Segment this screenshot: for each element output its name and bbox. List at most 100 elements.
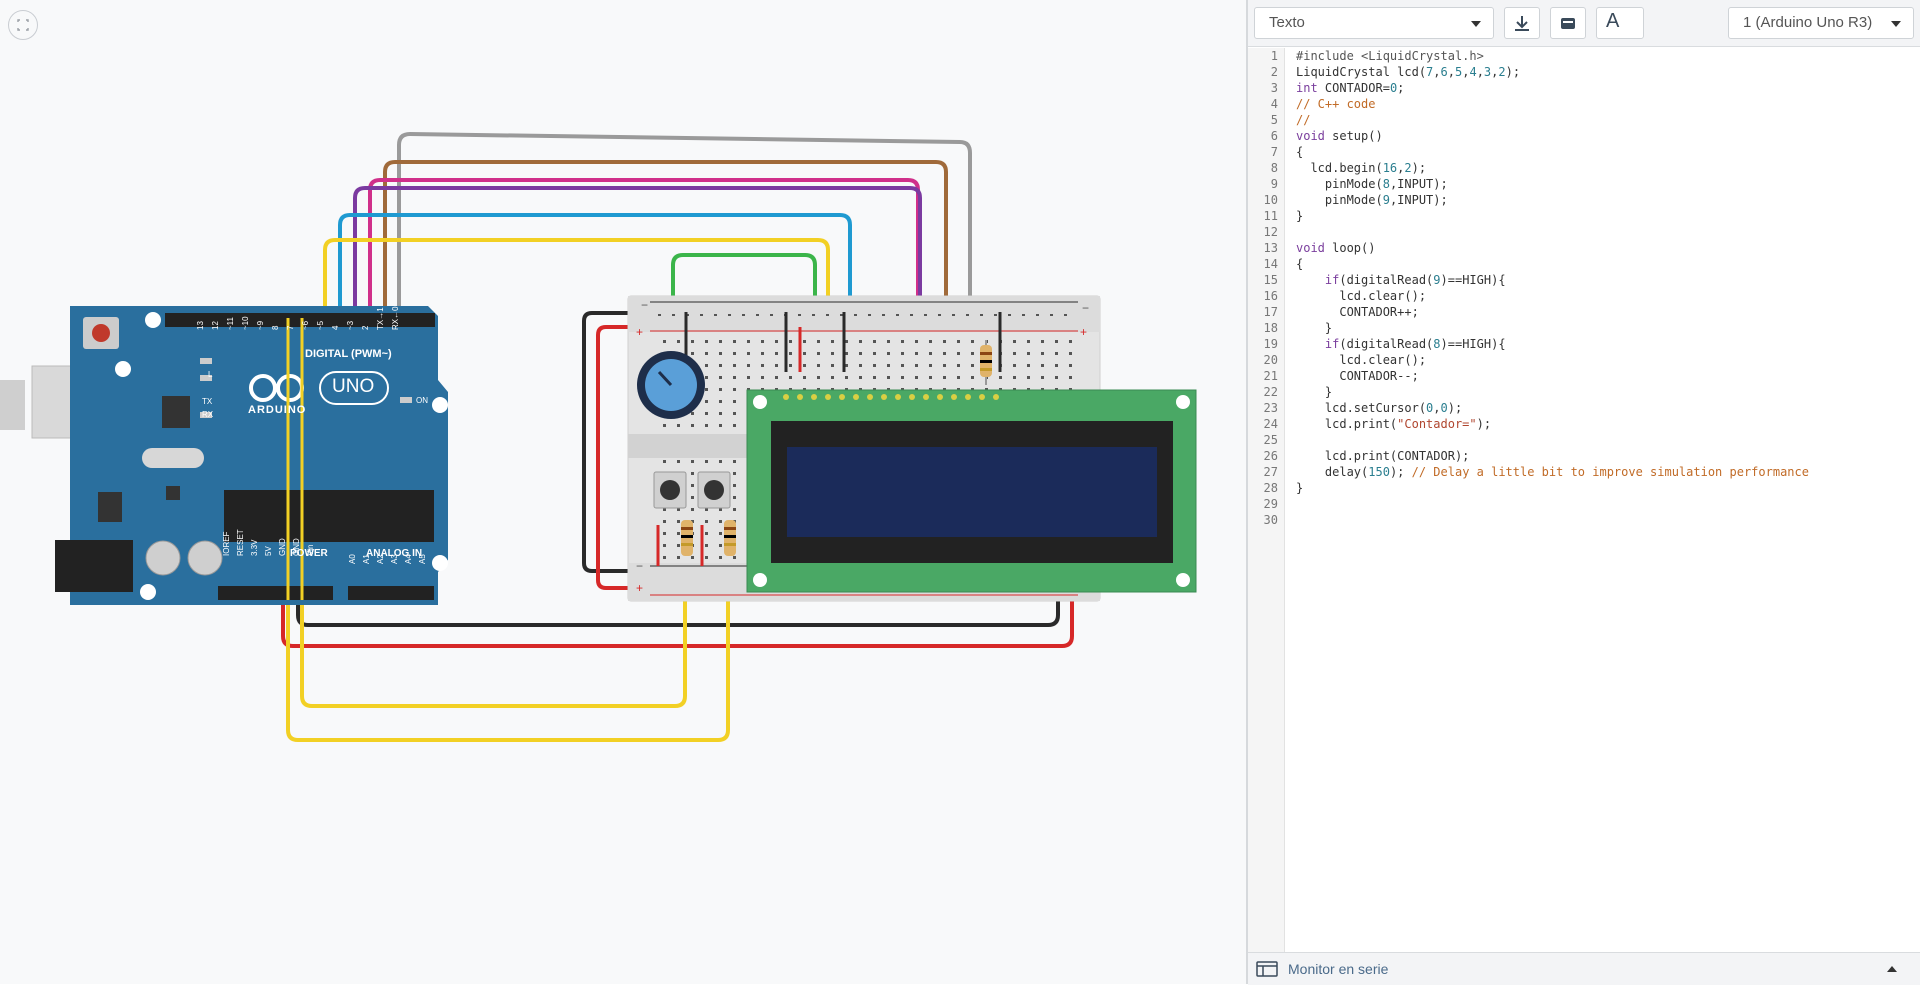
wire-black-bottom xyxy=(296,318,1060,627)
code-line[interactable]: #include <LiquidCrystal.h> xyxy=(1296,49,1484,63)
code-line[interactable]: delay(150); // Delay a little bit to imp… xyxy=(1296,465,1809,479)
line-number: 14 xyxy=(1263,257,1278,271)
download-icon xyxy=(1515,16,1529,31)
code-line[interactable]: if(digitalRead(9)==HIGH){ xyxy=(1324,273,1506,287)
code-line[interactable]: lcd.clear(); xyxy=(1296,289,1427,303)
arduino-pin-label: ~10 xyxy=(241,316,250,330)
arduino-pin-label: 3.3V xyxy=(250,539,259,556)
device-dropdown[interactable]: 1 (Arduino Uno R3) xyxy=(1728,7,1914,39)
line-number: 27 xyxy=(1263,465,1278,479)
svg-text:+: + xyxy=(636,581,643,595)
code-line[interactable]: void setup() xyxy=(1296,129,1383,143)
line-number: 15 xyxy=(1263,273,1278,287)
arduino-pin-label: 8 xyxy=(271,325,280,330)
code-line[interactable]: CONTADOR++; xyxy=(1296,305,1419,319)
chevron-up-icon[interactable] xyxy=(1886,965,1898,973)
arduino-digital-label: DIGITAL (PWM~) xyxy=(305,348,392,360)
code-line[interactable]: // xyxy=(1296,113,1311,127)
svg-text:+: + xyxy=(1080,325,1087,339)
code-line[interactable]: pinMode(9,INPUT); xyxy=(1296,193,1448,207)
arduino-pin-label: A4 xyxy=(404,554,413,564)
code-line[interactable]: // C++ code xyxy=(1296,97,1376,111)
line-number: 21 xyxy=(1263,369,1278,383)
arduino-analog-label: ANALOG IN xyxy=(366,548,423,559)
code-line[interactable]: lcd.clear(); xyxy=(1296,353,1427,367)
wire-green xyxy=(671,253,817,395)
panel-divider[interactable] xyxy=(1246,0,1248,984)
arduino-power-label: POWER xyxy=(290,548,328,559)
library-button[interactable] xyxy=(1550,7,1586,39)
line-number: 20 xyxy=(1263,353,1278,367)
line-number: 9 xyxy=(1270,177,1278,191)
arduino-pin-label: ~5 xyxy=(316,320,325,330)
arduino-tx-label: TX xyxy=(202,397,213,406)
resistor-button-2 xyxy=(724,520,736,556)
code-line[interactable]: } xyxy=(1296,385,1333,399)
arduino-pin-label: 7 xyxy=(286,325,295,330)
code-mode-dropdown[interactable]: Texto xyxy=(1254,7,1494,39)
code-line[interactable]: LiquidCrystal lcd(7,6,5,4,3,2); xyxy=(1296,65,1521,79)
font-size-button[interactable]: A xyxy=(1596,7,1644,39)
code-line[interactable]: lcd.setCursor(0,0); xyxy=(1296,401,1463,415)
arduino-pin-label: RESET xyxy=(236,529,245,556)
code-line[interactable]: CONTADOR--; xyxy=(1296,369,1419,383)
wire-brown xyxy=(383,160,948,395)
line-number: 3 xyxy=(1270,81,1278,95)
arduino-l-label: L xyxy=(208,370,213,379)
code-line[interactable]: int CONTADOR=0; xyxy=(1296,81,1405,95)
fit-view-button[interactable] xyxy=(8,10,38,40)
wire-purple xyxy=(353,186,922,395)
download-button[interactable] xyxy=(1504,7,1540,39)
arduino-pin-label: GND xyxy=(278,538,287,556)
line-number: 4 xyxy=(1270,97,1278,111)
resistor-button-1 xyxy=(681,520,693,556)
code-line[interactable]: } xyxy=(1296,321,1333,335)
line-number: 25 xyxy=(1263,433,1278,447)
line-number: 19 xyxy=(1263,337,1278,351)
line-number: 1 xyxy=(1270,49,1278,63)
wire-red-left xyxy=(596,325,658,590)
code-line[interactable]: } xyxy=(1296,481,1304,495)
arduino-brand-label: ARDUINO xyxy=(248,404,307,416)
code-line[interactable]: lcd.print(CONTADOR); xyxy=(1296,449,1470,463)
font-size-icon: A xyxy=(1606,10,1620,32)
circuit-canvas[interactable]: − + − + − + xyxy=(0,0,1246,984)
line-number: 11 xyxy=(1263,209,1278,223)
arduino-pin-label: A5 xyxy=(418,554,427,564)
arduino-model-label: UNO xyxy=(332,376,375,397)
arduino-pin-label: A3 xyxy=(390,554,399,564)
line-number: 8 xyxy=(1270,161,1278,175)
device-label: 1 (Arduino Uno R3) xyxy=(1743,14,1873,31)
serial-monitor-icon xyxy=(1256,961,1278,977)
arduino-pin-label: A2 xyxy=(376,554,385,564)
wire-yellow-bottom xyxy=(286,318,730,742)
code-line[interactable]: lcd.print("Contador="); xyxy=(1296,417,1492,431)
arduino-rx-label: RX xyxy=(202,410,214,419)
code-line[interactable]: lcd.begin(16,2); xyxy=(1296,161,1427,175)
resistor-top xyxy=(980,340,992,385)
line-number: 5 xyxy=(1270,113,1278,127)
line-number: 23 xyxy=(1263,401,1278,415)
arduino-pin-label: Vin xyxy=(306,544,315,556)
pushbutton-2 xyxy=(697,471,731,509)
wire-yellow-mid xyxy=(300,318,687,708)
arduino-pin-label: TX→1 xyxy=(376,307,385,330)
code-line[interactable]: if(digitalRead(8)==HIGH){ xyxy=(1324,337,1506,351)
serial-monitor-bar[interactable]: Monitor en serie xyxy=(1248,952,1920,985)
svg-text:−: − xyxy=(641,298,648,312)
code-line[interactable]: { xyxy=(1296,257,1304,271)
svg-text:+: + xyxy=(636,325,643,339)
code-line[interactable]: pinMode(8,INPUT); xyxy=(1296,177,1448,191)
code-line[interactable]: } xyxy=(1296,209,1304,223)
code-mode-label: Texto xyxy=(1269,14,1305,31)
code-line[interactable]: void loop() xyxy=(1296,241,1376,255)
potentiometer xyxy=(637,351,705,419)
line-number: 18 xyxy=(1263,321,1278,335)
line-number: 6 xyxy=(1270,129,1278,143)
line-number: 29 xyxy=(1263,497,1278,511)
arduino-pin-label: 5V xyxy=(264,546,273,556)
arduino-pin-label: A1 xyxy=(362,554,371,564)
code-line[interactable]: { xyxy=(1296,145,1304,159)
